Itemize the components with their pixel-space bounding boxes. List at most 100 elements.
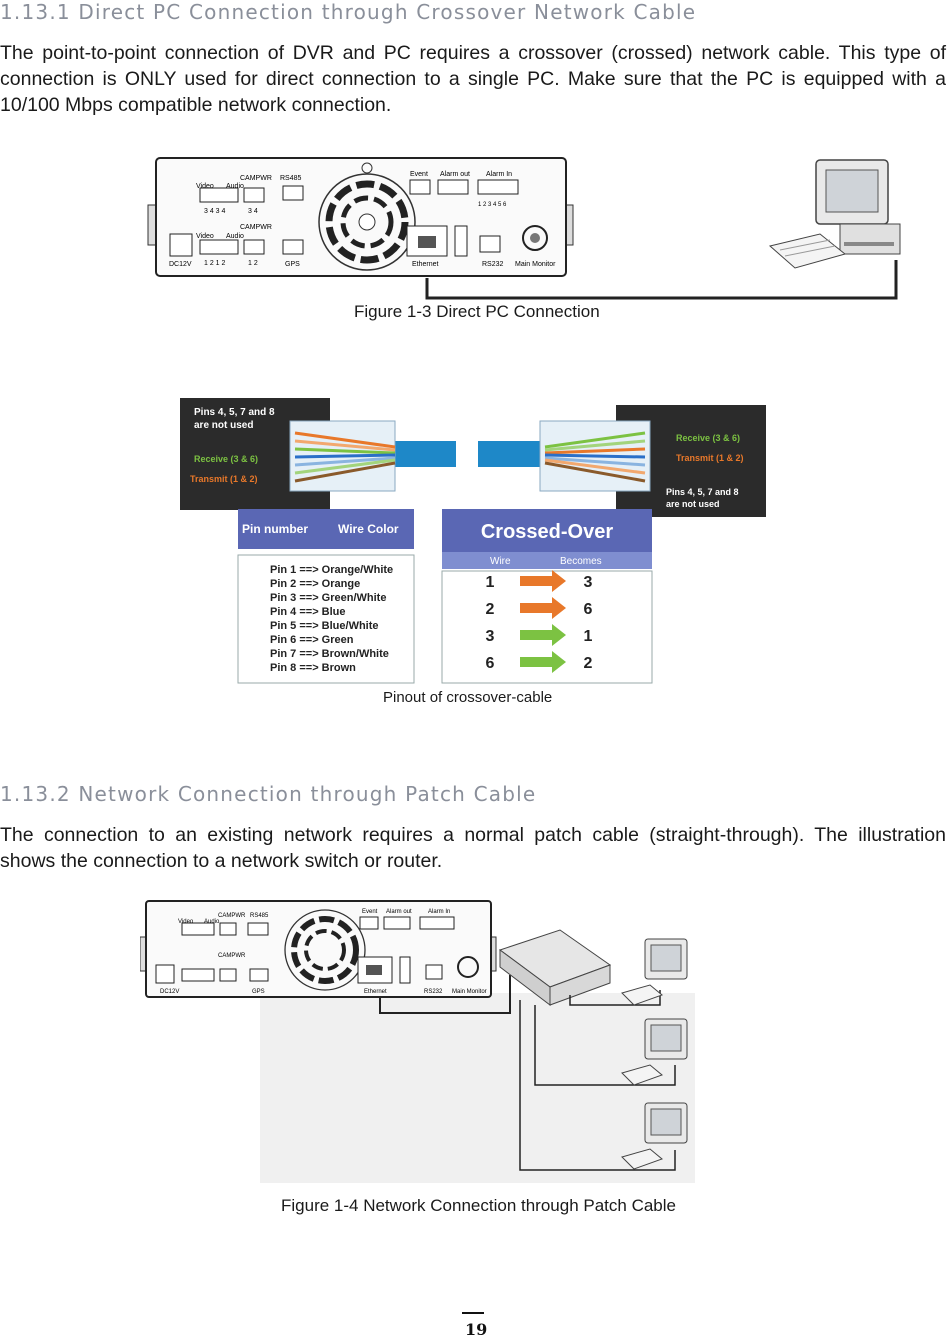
crossed-over-subheader — [442, 552, 652, 569]
becomes-number: 1 — [584, 628, 593, 645]
cross-arrow-icon — [520, 651, 566, 673]
left-unused-note: Pins 4, 5, 7 and 8 — [194, 407, 275, 418]
rs232-label: RS232 — [482, 261, 504, 268]
pin-table-body — [237, 554, 415, 684]
page-number-rule — [462, 1312, 484, 1314]
pc-icon — [621, 1102, 688, 1170]
becomes-number: 3 — [584, 574, 593, 591]
channel-numbers: 3 4 — [248, 208, 258, 215]
alarm-numbers: 1 2 3 4 5 6 — [478, 202, 507, 208]
video-label: Video — [196, 233, 214, 240]
cross-arrow-icon — [520, 570, 566, 592]
channel-numbers: 3 4 3 4 — [204, 208, 226, 215]
section-heading-crossover: 1.13.1 Direct PC Connection through Cros… — [0, 0, 697, 24]
dc12v-label: DC12V — [160, 989, 179, 995]
crossed-over-title: Crossed-Over — [481, 521, 613, 543]
pin-row: Pin 3 ==> Green/White — [270, 592, 386, 604]
crossover-pinout-figure: Pins 4, 5, 7 and 8 are not used Receive … — [180, 398, 766, 684]
event-label: Event — [410, 171, 428, 178]
audio-label: Audio — [204, 919, 220, 925]
cable-break — [456, 433, 478, 473]
pin-number-header: Pin number — [242, 522, 308, 536]
figure-1-3-caption: Figure 1-3 Direct PC Connection — [354, 302, 600, 321]
pin-row: Pin 1 ==> Orange/White — [270, 564, 393, 576]
main-monitor-label: Main Monitor — [515, 261, 556, 268]
cross-arrow-icon — [520, 597, 566, 619]
crossed-over-rows: 1 3 2 6 3 1 6 2 — [486, 570, 593, 673]
right-transmit-label: Transmit (1 & 2) — [676, 453, 744, 463]
ethernet-label: Ethernet — [412, 261, 439, 268]
cross-arrow-icon — [520, 624, 566, 646]
audio-label: Audio — [226, 183, 244, 190]
alarm-in-label: Alarm In — [428, 909, 450, 915]
paragraph-line: The point-to-point connection of DVR and… — [0, 42, 946, 64]
paragraph-line: shows the connection to a network switch… — [0, 850, 443, 872]
rs485-label: RS485 — [280, 175, 302, 182]
dc12v-label: DC12V — [169, 261, 192, 268]
paragraph-line: 10/100 Mbps compatible network connectio… — [0, 94, 392, 116]
right-unused-note: Pins 4, 5, 7 and 8 — [666, 487, 739, 497]
channel-numbers: 1 2 1 2 — [204, 260, 226, 267]
video-label: Video — [196, 183, 214, 190]
wire-number: 2 — [486, 601, 495, 618]
rs485-label: RS485 — [250, 913, 269, 919]
left-transmit-label: Transmit (1 & 2) — [190, 474, 258, 484]
page-number: 19 — [465, 1320, 488, 1339]
event-label: Event — [362, 909, 378, 915]
pin-row: Pin 2 ==> Orange — [270, 578, 360, 590]
pin-table-header — [238, 509, 414, 549]
paragraph-line: connection is ONLY used for direct conne… — [0, 68, 946, 90]
pc-icon — [621, 938, 688, 1006]
pin-row: Pin 6 ==> Green — [270, 634, 354, 646]
becomes-number: 2 — [584, 655, 593, 672]
audio-label: Audio — [226, 233, 244, 240]
pin-row: Pin 8 ==> Brown — [270, 662, 356, 674]
direct-pc-connection-figure: CAMPWR RS485 Video Audio 3 4 3 4 3 4 CAM… — [147, 157, 901, 300]
ethernet-label: Ethernet — [364, 989, 387, 995]
becomes-number: 6 — [584, 601, 593, 618]
crossover-cable — [425, 260, 898, 300]
left-receive-label: Receive (3 & 6) — [194, 454, 258, 464]
switch-to-pc-cables — [519, 990, 676, 1171]
becomes-column-header: Becomes — [560, 556, 602, 567]
rs232-label: RS232 — [424, 989, 443, 995]
wire-number: 1 — [486, 574, 495, 591]
campwr-label: CAMPWR — [240, 224, 272, 231]
patch-cable — [379, 975, 511, 1014]
patch-paragraph: The connection to an existing network re… — [0, 822, 946, 874]
section-heading-patch: 1.13.2 Network Connection through Patch … — [0, 782, 537, 806]
video-label: Video — [178, 919, 194, 925]
wire-column-header: Wire — [490, 556, 511, 567]
network-connection-figure: CAMPWR RS485 Video Audio CAMPWR DC12V GP… — [140, 900, 695, 1183]
campwr-label: CAMPWR — [218, 953, 246, 959]
alarm-in-label: Alarm In — [486, 171, 512, 178]
alarm-out-label: Alarm out — [440, 171, 470, 178]
crossover-paragraph: The point-to-point connection of DVR and… — [0, 40, 946, 118]
campwr-label: CAMPWR — [240, 175, 272, 182]
campwr-label: CAMPWR — [218, 913, 246, 919]
pin-row: Pin 5 ==> Blue/White — [270, 620, 379, 632]
pin-row: Pin 4 ==> Blue — [270, 606, 346, 618]
right-receive-label: Receive (3 & 6) — [676, 433, 740, 443]
figure-1-4-caption: Figure 1-4 Network Connection through Pa… — [281, 1196, 676, 1215]
alarm-out-label: Alarm out — [386, 909, 412, 915]
main-monitor-label: Main Monitor — [452, 989, 487, 995]
pc-icon — [621, 1018, 688, 1086]
channel-numbers: 1 2 — [248, 260, 258, 267]
wire-color-header: Wire Color — [338, 522, 399, 536]
pin-row: Pin 7 ==> Brown/White — [270, 648, 389, 660]
network-switch-icon — [498, 929, 612, 1007]
dvr-rear-panel: CAMPWR RS485 Video Audio 3 4 3 4 3 4 CAM… — [147, 157, 574, 277]
wire-number: 3 — [486, 628, 495, 645]
left-unused-note: are not used — [194, 420, 253, 431]
paragraph-line: The connection to an existing network re… — [0, 824, 946, 846]
figure-background — [260, 993, 695, 1183]
pinout-caption: Pinout of crossover-cable — [383, 689, 553, 706]
dvr-rear-panel: CAMPWR RS485 Video Audio CAMPWR DC12V GP… — [140, 900, 497, 998]
gps-label: GPS — [252, 989, 265, 995]
right-unused-note: are not used — [666, 499, 720, 509]
wire-number: 6 — [486, 655, 495, 672]
gps-label: GPS — [285, 261, 300, 268]
pc-icon — [768, 159, 901, 269]
